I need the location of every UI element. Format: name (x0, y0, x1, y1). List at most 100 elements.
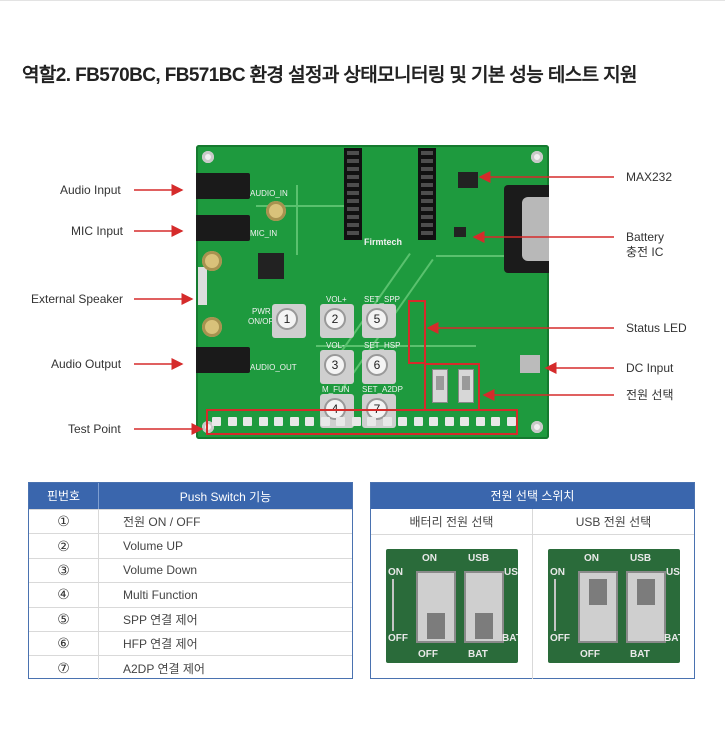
test-point-pad (382, 417, 392, 426)
status-led-highlight (408, 300, 426, 364)
power-table-subheader: 배터리 전원 선택 USB 전원 선택 (371, 509, 694, 535)
test-point-pad (367, 417, 376, 426)
photo-label-usb: USB (468, 553, 490, 564)
push-button-3[interactable]: 3 (324, 354, 346, 376)
table-row: ⑥ HFP 연결 제어 (29, 630, 352, 656)
test-point-pad (475, 417, 485, 426)
silk-vol-up: VOL+ (326, 295, 347, 304)
label-charge-ic: 충전 IC (626, 245, 664, 259)
label-mic-input: MIC Input (71, 224, 124, 238)
test-point-pad (336, 417, 345, 426)
photo-label-bat: BAT (502, 633, 518, 644)
silk-audio-out: AUDIO_OUT (250, 363, 297, 372)
photo-label-off: OFF (418, 649, 438, 660)
usb-photo-cell: ON USB ON USB OFF BAT OFF BAT (533, 535, 694, 679)
usb-bat-switch (464, 571, 504, 643)
pcb-trace (436, 255, 516, 257)
silk-set-hsp: SET_HSP (364, 341, 401, 350)
pcb-trace (296, 185, 298, 255)
capacitor (202, 251, 222, 271)
battery-select-label: 배터리 전원 선택 (371, 509, 533, 534)
battery-photo-cell: ON USB ON USB OFF BAT OFF BAT (371, 535, 533, 679)
function-cell: Volume UP (123, 539, 184, 554)
pin-cell: ⑤ (29, 607, 99, 631)
push-button-5[interactable]: 5 (366, 308, 388, 330)
switch-arrow (554, 579, 556, 631)
silk-set-a2dp: SET_A2DP (362, 385, 403, 394)
function-cell: A2DP 연결 제어 (123, 661, 205, 676)
capacitor (202, 317, 222, 337)
test-point-pad (289, 417, 299, 426)
max232-chip (458, 172, 478, 188)
audio-input-jack (196, 173, 250, 199)
label-audio-input: Audio Input (60, 183, 121, 197)
push-button-2[interactable]: 2 (324, 308, 346, 330)
test-point-pad (413, 417, 423, 426)
silk-mic-in: MIC_IN (250, 229, 278, 238)
mount-hole (202, 421, 214, 433)
push-button-6[interactable]: 6 (366, 354, 388, 376)
label-dc-input: DC Input (626, 361, 674, 375)
photo-label-usb: USB (666, 567, 680, 578)
dc-input-jack (520, 355, 540, 373)
db9-serial-connector (504, 185, 549, 273)
usb-bat-switch (626, 571, 666, 643)
switch-photos: ON USB ON USB OFF BAT OFF BAT ON USB ON … (371, 535, 694, 679)
test-point-pad (398, 417, 407, 426)
function-cell: SPP 연결 제어 (123, 612, 198, 627)
silk-set-spp: SET_SPP (364, 295, 401, 304)
push-table-header: 핀번호 Push Switch 기능 (29, 483, 352, 509)
test-point-pad (243, 417, 252, 426)
pin-cell: ⑥ (29, 631, 99, 656)
photo-label-on: ON (550, 567, 565, 578)
callout-arrows (134, 171, 614, 435)
page-title: 역할2. FB570BC, FB571BC 환경 설정과 상태모니터링 및 기본… (22, 65, 638, 86)
photo-label-usb: USB (504, 567, 518, 578)
mic-input-jack (196, 215, 250, 241)
test-point-highlight (206, 409, 518, 435)
on-off-switch (416, 571, 456, 643)
photo-label-off: OFF (580, 649, 600, 660)
label-external-speaker: External Speaker (31, 292, 124, 306)
power-switch-on-off[interactable] (432, 369, 448, 403)
test-point-pad (212, 417, 221, 426)
label-test-point: Test Point (68, 422, 121, 436)
charge-ic-chip (454, 227, 466, 237)
table-row: ④ Multi Function (29, 582, 352, 607)
test-point-pad (227, 417, 237, 426)
pin-cell: ④ (29, 583, 99, 607)
mount-hole (531, 421, 543, 433)
push-button-1[interactable]: 1 (276, 308, 298, 330)
mount-hole (531, 151, 543, 163)
function-cell: HFP 연결 제어 (123, 637, 198, 652)
silk-vol-down: VOL- (326, 341, 345, 350)
mount-hole (202, 151, 214, 163)
test-point-pad (305, 417, 314, 426)
board-diagram: Audio Input MIC Input External Speaker A… (0, 120, 725, 450)
audio-codec-chip (258, 253, 284, 279)
silk-on-off: ON/OFF (248, 317, 279, 326)
photo-label-on: ON (584, 553, 599, 564)
test-point-pad (444, 417, 454, 426)
test-point-pad (491, 417, 500, 426)
pin-cell: ③ (29, 558, 99, 583)
silk-m-fun: M_FUN (322, 385, 350, 394)
power-switch-usb-bat[interactable] (458, 369, 474, 403)
photo-label-off: OFF (388, 633, 408, 644)
test-point-pad (506, 417, 516, 426)
pcb-trace (256, 205, 346, 207)
test-point-pad (429, 417, 438, 426)
function-cell: 전원 ON / OFF (123, 515, 201, 530)
label-max232: MAX232 (626, 170, 673, 184)
function-cell: Multi Function (123, 587, 198, 602)
label-audio-output: Audio Output (51, 357, 122, 371)
silk-pwr: PWR (252, 307, 271, 316)
table-row: ⑤ SPP 연결 제어 (29, 606, 352, 631)
switch-arrow (392, 579, 394, 631)
test-point-pad (258, 417, 268, 426)
label-battery: Battery (626, 230, 665, 244)
photo-label-on: ON (422, 553, 437, 564)
